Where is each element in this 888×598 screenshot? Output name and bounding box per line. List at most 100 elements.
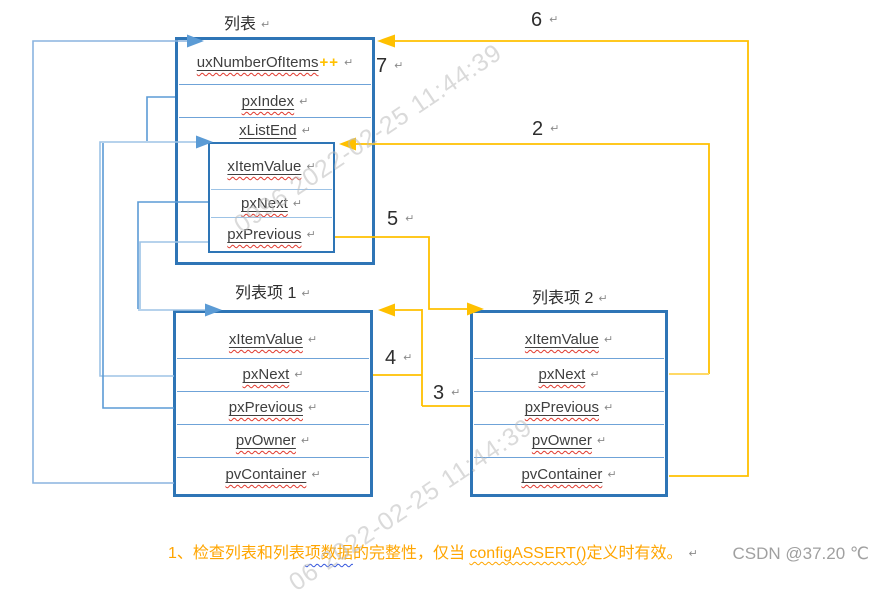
row-divider xyxy=(474,358,664,359)
return-mark: ↵ xyxy=(394,60,404,72)
return-mark: ↵ xyxy=(596,435,607,447)
field-text: pxNext xyxy=(241,195,288,212)
item2-box: xItemValue ↵ pxNext ↵ pxPrevious ↵ pvOwner ↵… xyxy=(470,310,668,497)
return-mark: ↵ xyxy=(306,161,316,173)
footnote-number: 1、 xyxy=(168,545,193,562)
step-label-7: 7↵ xyxy=(376,55,403,78)
return-mark: ↵ xyxy=(603,402,614,414)
field-text: pxPrevious xyxy=(228,399,303,416)
field-pvOwner: pvOwner ↵ xyxy=(473,432,665,449)
field-text: pxNext xyxy=(538,366,586,383)
step-number: 2 xyxy=(532,118,544,140)
footnote-line: 1、检查列表和列表项数据的完整性，仅当 configASSERT()定义时有效。… xyxy=(168,539,698,563)
return-mark: ↵ xyxy=(307,334,318,346)
return-mark: ↵ xyxy=(603,334,614,346)
step-number: 3 xyxy=(433,382,445,404)
field-xItemValue: xItemValue ↵ xyxy=(210,158,333,175)
field-pxPrevious: pxPrevious ↵ xyxy=(473,399,665,416)
field-xListEnd: xListEnd ↵ xyxy=(178,122,372,139)
row-divider xyxy=(211,189,332,190)
return-mark: ↵ xyxy=(607,469,617,481)
arrowhead-left-icon xyxy=(378,303,395,317)
row-divider xyxy=(474,391,664,392)
return-mark: ↵ xyxy=(261,19,271,31)
item1-title-text: 列表项 1 xyxy=(235,285,297,302)
return-mark: ↵ xyxy=(292,198,302,210)
field-text: pvContainer xyxy=(225,466,307,483)
return-mark: ↵ xyxy=(300,435,311,447)
footnote-text: 的完整性，仅当 xyxy=(352,545,470,562)
return-mark: ↵ xyxy=(405,213,415,225)
xlistend-box: xItemValue ↵ pxNext ↵ pxPrevious↵ xyxy=(208,142,335,253)
return-mark: ↵ xyxy=(451,387,461,399)
return-mark: ↵ xyxy=(688,548,698,560)
row-divider xyxy=(177,424,369,425)
item1-title: 列表项 1↵ xyxy=(235,279,311,303)
return-mark: ↵ xyxy=(598,293,608,305)
step-label-6: 6↵ xyxy=(531,9,558,32)
return-mark: ↵ xyxy=(307,402,318,414)
connector-pxindex-to-xlistend xyxy=(146,96,175,141)
row-divider xyxy=(177,358,369,359)
footnote-text: 定义时有效。 xyxy=(586,545,683,562)
plus-plus-suffix: ++ xyxy=(319,54,339,71)
item1-box: xItemValue ↵ pxNext ↵ pxPrevious ↵ pvOwner ↵… xyxy=(173,310,373,497)
return-mark: ↵ xyxy=(311,469,321,481)
connector-lines-layer xyxy=(32,34,749,484)
document-canvas: { "colors": { "box_border": "#2E75B6", "… xyxy=(32,9,869,597)
row-divider xyxy=(474,424,664,425)
footnote-text: 检查列表和列表 xyxy=(192,545,305,562)
field-pxPrevious: pxPrevious ↵ xyxy=(176,399,370,416)
field-pvContainer: pvContainer ↵ xyxy=(473,466,665,483)
list-box: uxNumberOfItems++↵ pxIndex↵ xListEnd↵ xI… xyxy=(175,37,375,265)
field-text: pvOwner xyxy=(235,432,296,449)
return-mark: ↵ xyxy=(301,125,311,137)
step-label-5: 5↵ xyxy=(387,208,414,231)
list-box-title-text: 列表 xyxy=(224,16,257,33)
csdn-watermark: CSDN @37.20 ℃ xyxy=(732,544,869,564)
field-pxNext: pxNext ↵ xyxy=(176,366,370,383)
step-number: 5 xyxy=(387,208,399,230)
field-text: pxPrevious xyxy=(524,399,599,416)
footnote-text-grammar-flag: 项数据 xyxy=(304,545,353,562)
step-label-4: 4↵ xyxy=(385,347,412,370)
field-text: pxNext xyxy=(242,366,290,383)
return-mark: ↵ xyxy=(344,57,354,69)
field-pxNext: pxNext ↵ xyxy=(473,366,665,383)
field-uxNumberOfItems: uxNumberOfItems++ ↵ xyxy=(178,54,372,71)
connector-item1-pxprevious-to-xlistend xyxy=(102,143,174,409)
row-divider xyxy=(179,84,371,85)
row-divider xyxy=(179,117,371,118)
step-label-2: 2↵ xyxy=(532,118,559,141)
return-mark: ↵ xyxy=(403,352,413,364)
step-label-3: 3↵ xyxy=(433,382,460,405)
field-text: xItemValue xyxy=(228,331,303,348)
configassert-link[interactable]: configASSERT() xyxy=(469,545,587,562)
field-pvOwner: pvOwner ↵ xyxy=(176,432,370,449)
step-number: 7 xyxy=(376,55,388,77)
field-pxIndex: pxIndex↵ xyxy=(178,93,372,110)
field-text: xItemValue xyxy=(227,158,302,175)
field-text: uxNumberOfItems xyxy=(196,54,319,71)
field-text: xListEnd xyxy=(239,122,297,139)
field-text: pxPrevious xyxy=(227,226,302,243)
row-divider xyxy=(177,391,369,392)
field-xItemValue: xItemValue ↵ xyxy=(176,331,370,348)
return-mark: ↵ xyxy=(294,369,304,381)
row-divider xyxy=(177,457,369,458)
return-mark: ↵ xyxy=(550,123,560,135)
field-text: pvOwner xyxy=(531,432,592,449)
field-text: pvContainer xyxy=(521,466,603,483)
list-box-title: 列表 ↵ xyxy=(224,10,270,34)
arrowhead-left-icon xyxy=(377,34,395,48)
csdn-text: CSDN @37.20 ℃ xyxy=(732,544,869,563)
field-pxPrevious: pxPrevious↵ xyxy=(210,226,333,243)
item2-title-text: 列表项 2 xyxy=(532,290,594,307)
return-mark: ↵ xyxy=(590,369,600,381)
field-text: pxIndex xyxy=(241,93,295,110)
step-number: 6 xyxy=(531,9,543,31)
field-text: xItemValue xyxy=(524,331,599,348)
field-pxNext: pxNext ↵ xyxy=(210,195,333,212)
step-number: 4 xyxy=(385,347,397,369)
field-xItemValue: xItemValue ↵ xyxy=(473,331,665,348)
